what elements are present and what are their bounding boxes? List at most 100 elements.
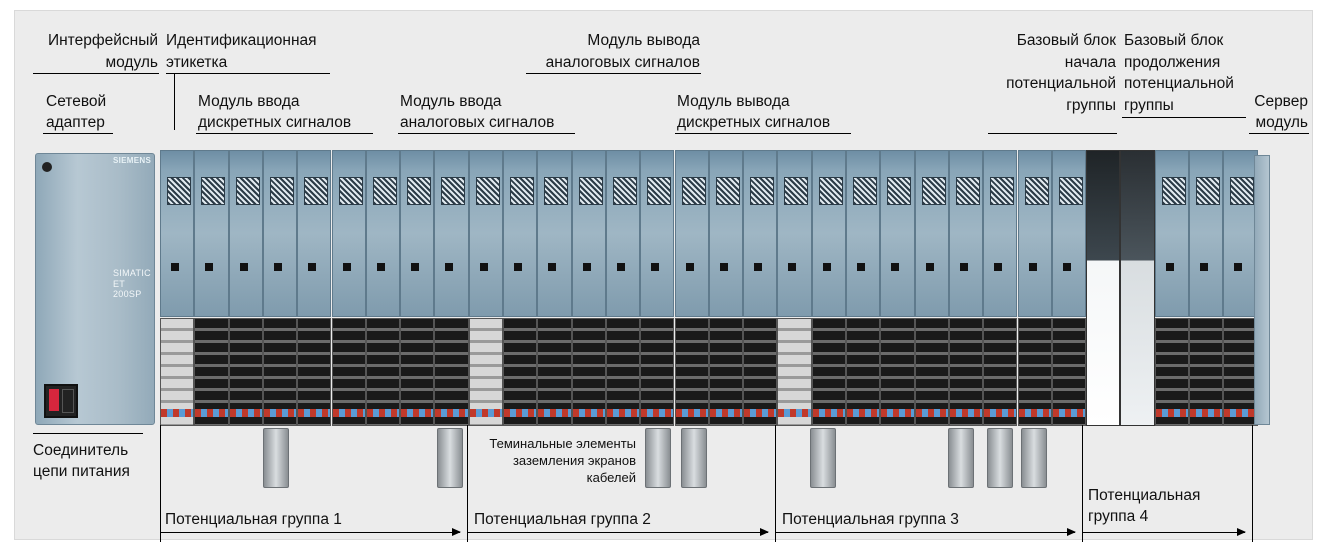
module-led [925,263,934,271]
qr-code-icon [1196,177,1220,205]
label-network-adapter-2: адаптер [46,114,105,131]
power-connector [44,384,78,418]
label-id-label-1: Идентификационная [166,32,317,49]
qr-code-icon [853,177,877,205]
terminal-block [1223,318,1258,426]
terminal-block [571,318,606,426]
io-module [228,150,263,317]
label-base-start-4: группы [1066,97,1116,114]
group-1-arrow [160,528,461,536]
module-led [891,263,900,271]
label-shield-3: кабелей [586,470,636,485]
io-module [948,150,984,317]
terminal-block [640,318,675,426]
label-group-3: Потенциальная группа 3 [782,511,959,528]
group-3-arrow [775,528,1076,536]
label-di-module-2: дискретных сигналов [198,114,352,131]
qr-code-icon [1161,177,1186,205]
qr-code-icon [201,177,226,205]
qr-code-icon [235,177,260,205]
module-led [514,263,522,271]
qr-code-icon [955,177,980,205]
terminal-block [537,318,572,426]
module-led [788,263,797,271]
terminal-block [503,318,538,426]
module-led [376,263,385,271]
qr-code-icon [818,177,843,205]
io-module [194,150,229,317]
io-module [262,150,298,317]
product-label-2: ET 200SP [113,279,142,299]
module-led [822,263,831,271]
io-module [160,150,195,317]
label-do-module-1: Модуль вывода [677,93,790,110]
qr-code-icon [921,177,946,205]
terminal-block [331,318,366,426]
qr-code-icon [647,177,672,205]
module-led [994,263,1003,271]
label-id-label-2: этикетка [166,54,228,71]
io-module [1223,150,1258,317]
terminal-block [1017,318,1052,426]
terminal-block [434,318,469,426]
module-led [685,263,694,271]
module-led [857,263,865,271]
label-shield-2: заземления экранов [512,453,636,468]
terminal-block [262,318,298,426]
qr-code-icon [750,177,775,205]
io-module [880,150,915,317]
label-group-2: Потенциальная группа 2 [474,511,651,528]
io-module [503,150,538,317]
group-divider [775,425,776,542]
qr-code-icon [407,177,432,205]
io-module [537,150,572,317]
group-4-arrow [1082,528,1246,536]
io-module [571,150,606,317]
group-divider [160,425,161,542]
shield-clamp [681,428,707,488]
io-module [846,150,881,317]
qr-code-icon [544,177,569,205]
qr-code-icon [1058,177,1083,205]
label-base-cont-1: Базовый блок [1124,32,1224,49]
module-led [1062,263,1071,271]
label-shield-1: Теминальные элементы [489,436,636,451]
label-ai-module-1: Модуль ввода [400,93,502,110]
qr-code-icon [887,177,912,205]
brand-label: SIEMENS [113,156,152,165]
label-power-connector-2: цепи питания [33,463,130,480]
module-led [1028,263,1037,271]
module-led [1165,263,1174,271]
qr-code-icon [510,177,534,205]
qr-code-icon [338,177,363,205]
terminal-block [811,318,846,426]
qr-code-icon [167,177,191,205]
group-divider [1082,425,1083,542]
terminal-block [914,318,949,426]
qr-code-icon [304,177,329,205]
terminal-block [605,318,641,426]
qr-code-icon [372,177,397,205]
product-label-1: SIMATIC [113,268,151,278]
label-base-start-3: потенциальной [1006,75,1116,92]
module-led [273,263,282,271]
module-led [239,263,248,271]
io-module [1154,150,1189,317]
label-base-start-1: Базовый блок [1016,32,1116,49]
terminal-block [160,318,195,426]
label-server-2: модуль [1255,114,1308,131]
module-led [445,263,454,271]
label-interface-module-1: Интерфейсный [47,32,158,49]
label-network-adapter-1: Сетевой [46,93,107,110]
label-base-cont-3: потенциальной [1124,75,1234,92]
label-base-cont-4: группы [1124,97,1174,114]
label-group-1: Потенциальная группа 1 [165,511,342,528]
terminal-block [948,318,984,426]
module-led [171,263,179,271]
shield-clamp [263,428,289,488]
server-module [1254,155,1270,425]
io-module [331,150,366,317]
qr-code-icon [475,177,500,205]
label-interface-module-2: модуль [105,54,158,71]
